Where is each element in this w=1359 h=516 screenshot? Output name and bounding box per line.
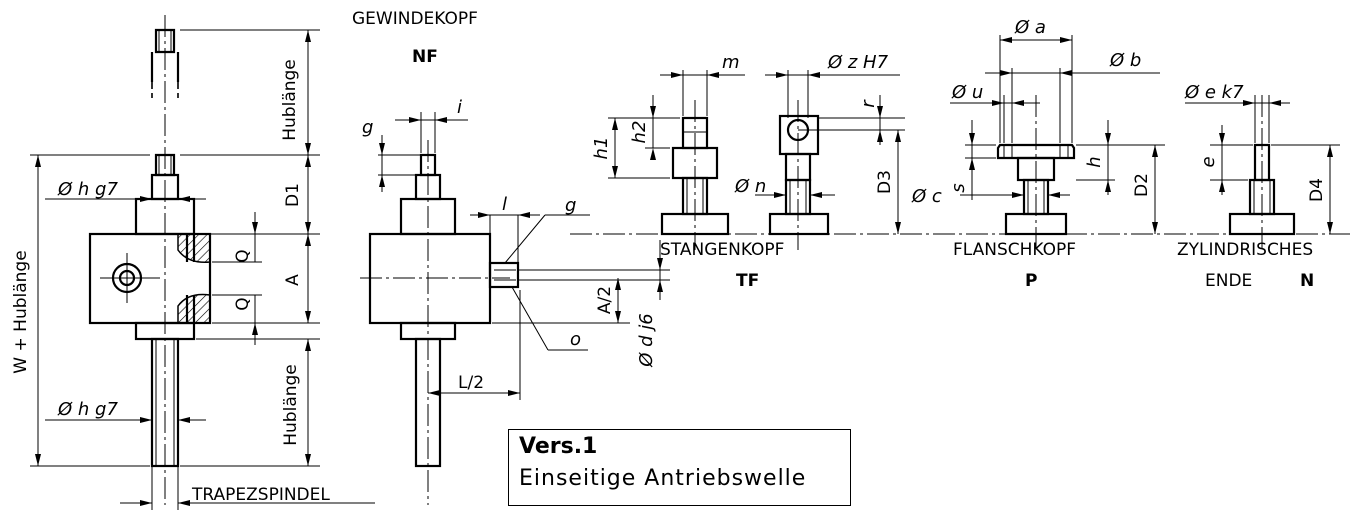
label-d4: D4 bbox=[1307, 178, 1327, 202]
label-h: h bbox=[1084, 156, 1105, 167]
label-e-k7: Ø e k7 bbox=[1184, 82, 1244, 103]
label-o: o bbox=[570, 329, 581, 350]
label-h-g7-top: Ø h g7 bbox=[57, 179, 118, 200]
legend-subtitle: Einseitige Antriebswelle bbox=[519, 466, 807, 491]
label-nf: NF bbox=[412, 47, 438, 67]
p-view bbox=[950, 35, 1165, 250]
legend-title: Vers.1 bbox=[519, 434, 598, 459]
top-stub bbox=[154, 28, 176, 54]
label-w-hublaenge: W + Hublänge bbox=[11, 250, 31, 373]
label-flanschkopf: FLANSCHKOPF bbox=[953, 240, 1076, 260]
label-p: P bbox=[1025, 271, 1037, 291]
label-gewindekopf: GEWINDEKOPF bbox=[352, 9, 478, 29]
front-view bbox=[30, 15, 375, 510]
label-d2: D2 bbox=[1132, 173, 1152, 197]
label-h2: h2 bbox=[629, 121, 650, 144]
label-ende: ENDE bbox=[1205, 271, 1252, 291]
label-u-dia: Ø u bbox=[951, 82, 983, 103]
label-s: s bbox=[948, 183, 969, 192]
n-view bbox=[1185, 95, 1340, 250]
label-stangenkopf: STANGENKOPF bbox=[660, 240, 784, 260]
label-zylindrisches: ZYLINDRISCHES bbox=[1177, 240, 1313, 260]
label-e: e bbox=[1198, 156, 1219, 167]
label-h1: h1 bbox=[591, 137, 612, 160]
trapezoidal-spindle bbox=[150, 337, 180, 468]
tf-view-1 bbox=[608, 70, 745, 250]
label-h-g7-bottom: Ø h g7 bbox=[57, 399, 118, 420]
label-g-side: g bbox=[362, 117, 373, 138]
label-q-top: Q bbox=[233, 249, 253, 262]
label-a: A bbox=[283, 274, 303, 286]
label-b-dia: Ø b bbox=[1109, 50, 1141, 71]
label-l-half: L/2 bbox=[458, 373, 484, 393]
label-d-j6: Ø d j6 bbox=[636, 313, 657, 368]
label-z-h7: Ø z H7 bbox=[827, 52, 889, 73]
label-m: m bbox=[722, 52, 740, 73]
label-hublaenge-bottom: Hublänge bbox=[281, 364, 301, 446]
label-q-bottom: Q bbox=[233, 297, 253, 310]
label-trapezspindel: TRAPEZSPINDEL bbox=[191, 485, 330, 505]
label-i: i bbox=[457, 97, 462, 118]
version-legend: Vers.1 Einseitige Antriebswelle bbox=[508, 429, 851, 506]
label-hublaenge-top: Hublänge bbox=[280, 59, 300, 141]
label-l: l bbox=[502, 194, 507, 215]
label-a-half: A/2 bbox=[595, 286, 615, 314]
drive-shaft bbox=[488, 261, 520, 289]
label-q-leader: g bbox=[565, 195, 576, 216]
label-n: N bbox=[1300, 271, 1314, 291]
label-n: Ø n bbox=[734, 176, 766, 197]
label-d1: D1 bbox=[283, 183, 303, 207]
tf-view-2 bbox=[755, 70, 905, 250]
flange-plate bbox=[996, 143, 1076, 160]
label-c-dia: Ø c bbox=[911, 186, 942, 207]
side-view bbox=[360, 112, 670, 505]
label-tf: TF bbox=[736, 271, 759, 291]
label-d3: D3 bbox=[875, 170, 895, 194]
label-a-dia: Ø a bbox=[1014, 17, 1046, 38]
label-r: r bbox=[858, 99, 879, 108]
